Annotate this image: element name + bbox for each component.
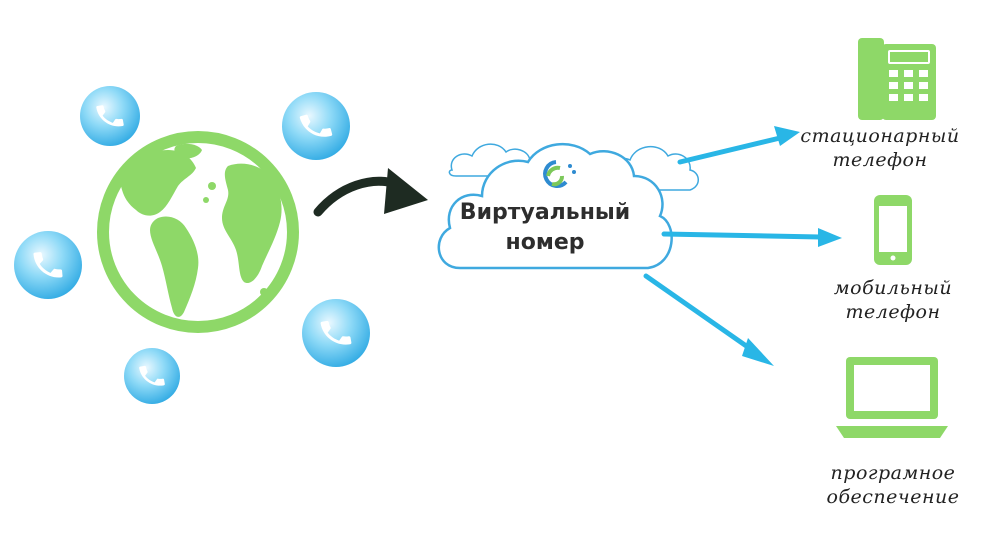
software-label: програмное обеспечение: [813, 461, 973, 509]
phone-bubble-icon: [124, 348, 180, 404]
phone-bubble-icon: [302, 299, 370, 367]
logo-icon: [543, 160, 576, 188]
phone-bubble-icon: [282, 92, 350, 160]
virtual-number-label: Виртуальный номер: [440, 198, 650, 258]
landline-label-line2: телефон: [832, 149, 928, 171]
virtual-number-line1: Виртуальный: [459, 200, 631, 225]
globe-icon: [97, 131, 299, 333]
software-label-line2: обеспечение: [826, 486, 960, 508]
connector-arrow-landline: [677, 126, 800, 165]
mobile-label: мобильный телефон: [813, 276, 973, 324]
mobile-label-line2: телефон: [845, 301, 941, 323]
software-label-line1: програмное: [830, 462, 956, 484]
mobile-label-line1: мобильный: [833, 277, 953, 299]
virtual-number-line2: номер: [505, 230, 585, 255]
landline-label: стационарный телефон: [800, 124, 960, 172]
landline-label-line1: стационарный: [800, 125, 960, 147]
desk-phone-icon: [858, 38, 936, 120]
cloud-icon: [437, 142, 673, 270]
connector-arrow-software: [643, 273, 774, 366]
laptop-icon: [836, 357, 948, 438]
mobile-phone-icon: [874, 195, 912, 265]
curved-arrow-icon: [313, 168, 428, 217]
connector-arrow-mobile: [661, 228, 842, 247]
phone-bubble-icon: [14, 231, 82, 299]
phone-bubble-icon: [80, 86, 140, 146]
